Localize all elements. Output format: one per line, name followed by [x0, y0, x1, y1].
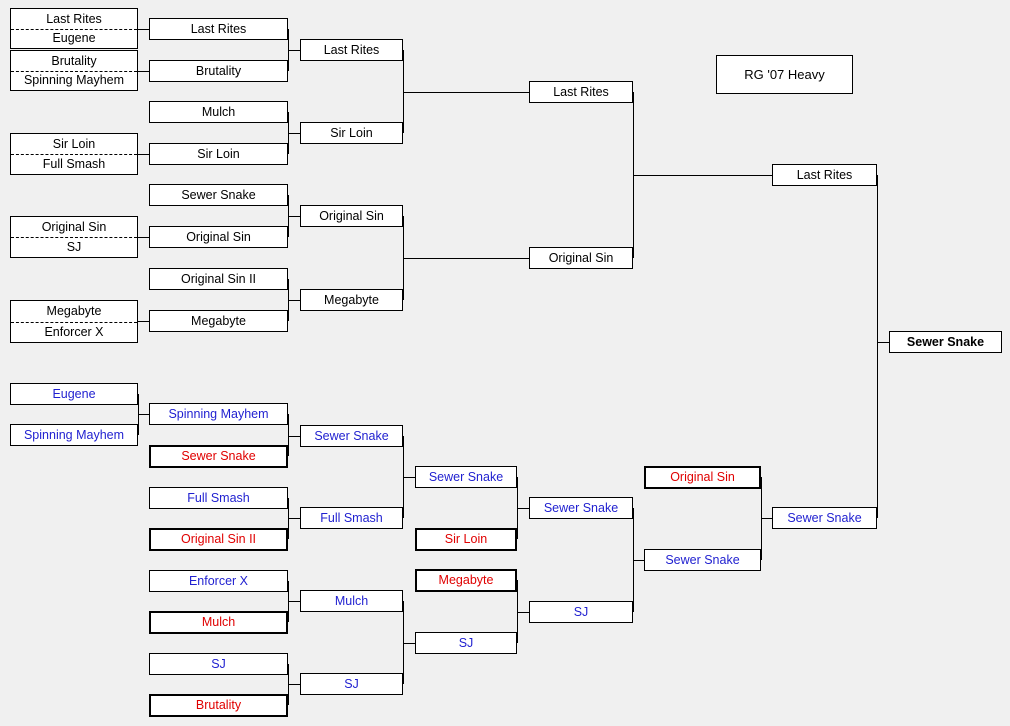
w-r1-slot: Mulch [149, 101, 288, 123]
connector [877, 175, 878, 518]
connector [138, 414, 149, 415]
connector [403, 643, 415, 644]
l-r1-slot: SJ [149, 653, 288, 675]
connector [403, 477, 415, 478]
l-r4-slot: SJ [529, 601, 633, 623]
w-r1-slot: Brutality [149, 60, 288, 82]
connector [138, 29, 149, 30]
w-r2-slot: Last Rites [300, 39, 403, 61]
connector [288, 601, 300, 602]
w-r0-pair-5: Megabyte Enforcer X [10, 300, 138, 343]
slot-name: Original Sin [11, 217, 137, 238]
l-r1-slot: Brutality [149, 694, 288, 717]
w-r1-slot: Sewer Snake [149, 184, 288, 206]
connector [517, 508, 529, 509]
w-r0-pair-4: Original Sin SJ [10, 216, 138, 258]
champion-slot: Sewer Snake [889, 331, 1002, 353]
connector [288, 133, 300, 134]
w-r2-slot: Sir Loin [300, 122, 403, 144]
w-r1-slot: Original Sin [149, 226, 288, 248]
connector [288, 50, 300, 51]
slot-name: SJ [66, 240, 82, 254]
l-r3-slot: SJ [415, 632, 517, 654]
w-r1-slot: Original Sin II [149, 268, 288, 290]
connector [288, 300, 300, 301]
connector [633, 175, 772, 176]
w-r0-pair-2: Brutality Spinning Mayhem [10, 50, 138, 91]
connector [633, 560, 644, 561]
slot-name: Brutality [11, 51, 137, 72]
connector [403, 50, 404, 133]
slot-name: Megabyte [11, 301, 137, 323]
w-r2-slot: Megabyte [300, 289, 403, 311]
w-r1-slot: Megabyte [149, 310, 288, 332]
connector [138, 154, 149, 155]
bracket-title: RG '07 Heavy [716, 55, 853, 94]
l-r5-slot: Original Sin [644, 466, 761, 489]
l-r3-slot: Sewer Snake [415, 466, 517, 488]
w-r2-slot: Original Sin [300, 205, 403, 227]
connector [138, 321, 149, 322]
connector [288, 518, 300, 519]
l-r1-slot: Enforcer X [149, 570, 288, 592]
w-r3-slot: Last Rites [529, 81, 633, 103]
w-r0-pair-1: Last Rites Eugene [10, 8, 138, 49]
connector [517, 580, 518, 643]
slot-name: Spinning Mayhem [23, 73, 125, 88]
l-r2-slot: SJ [300, 673, 403, 695]
l-r4-slot: Sewer Snake [529, 497, 633, 519]
slot-name: Eugene [52, 31, 96, 46]
l-r2-slot: Sewer Snake [300, 425, 403, 447]
l-r0-slot: Spinning Mayhem [10, 424, 138, 446]
connector [288, 436, 300, 437]
connector [877, 342, 889, 343]
w-final-slot: Last Rites [772, 164, 877, 186]
slot-name: Full Smash [42, 157, 106, 171]
l-r2-slot: Mulch [300, 590, 403, 612]
l-r1-slot: Mulch [149, 611, 288, 634]
l-r3-slot: Sir Loin [415, 528, 517, 551]
connector [761, 518, 772, 519]
w-r3-slot: Original Sin [529, 247, 633, 269]
connector [138, 237, 149, 238]
w-r1-slot: Last Rites [149, 18, 288, 40]
l-r5-slot: Sewer Snake [644, 549, 761, 571]
connector [288, 414, 289, 456]
l-final-slot: Sewer Snake [772, 507, 877, 529]
l-r0-slot: Eugene [10, 383, 138, 405]
w-r0-pair-3: Sir Loin Full Smash [10, 133, 138, 175]
connector [403, 601, 404, 684]
connector [403, 92, 529, 93]
slot-name: Enforcer X [44, 324, 104, 339]
l-r2-slot: Full Smash [300, 507, 403, 529]
slot-name: Sir Loin [11, 134, 137, 155]
w-r1-slot: Sir Loin [149, 143, 288, 165]
l-r1-slot: Sewer Snake [149, 445, 288, 468]
l-r3-slot: Megabyte [415, 569, 517, 592]
l-r1-slot: Spinning Mayhem [149, 403, 288, 425]
connector [288, 216, 300, 217]
connector [403, 258, 529, 259]
l-r1-slot: Original Sin II [149, 528, 288, 551]
connector [138, 71, 149, 72]
connector [517, 612, 529, 613]
l-r1-slot: Full Smash [149, 487, 288, 509]
slot-name: Last Rites [11, 9, 137, 30]
connector [288, 684, 300, 685]
